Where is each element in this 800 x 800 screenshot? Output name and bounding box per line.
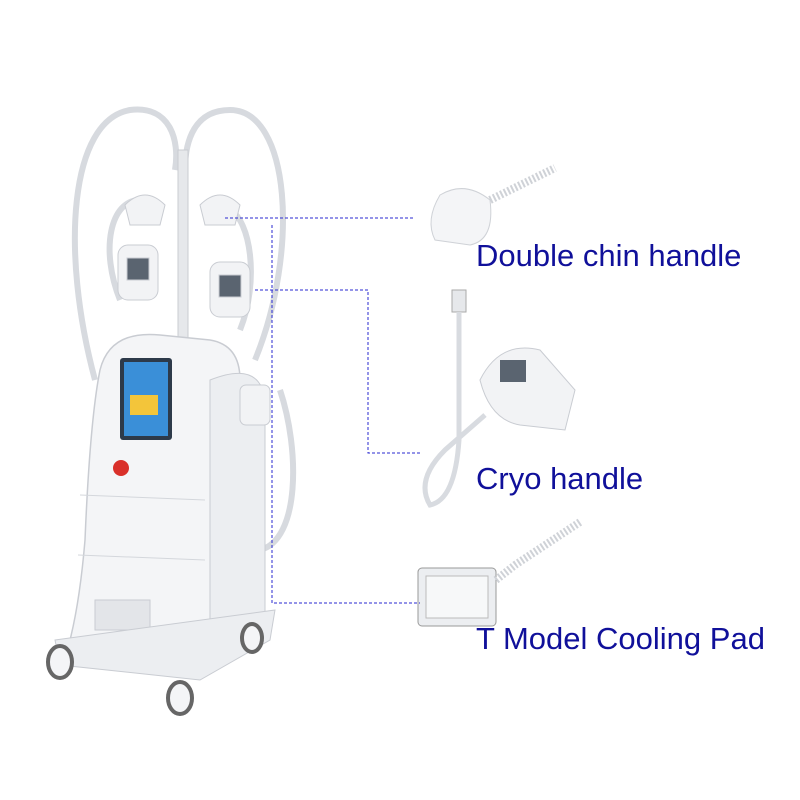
side-handle — [239, 384, 271, 426]
double-chin-handle-label: Double chin handle — [476, 238, 742, 273]
top-handles — [117, 194, 251, 318]
vent-grille — [94, 599, 151, 631]
t-model-cooling-pad-label: T Model Cooling Pad — [476, 621, 765, 656]
t-model-cooling-pad-image — [417, 518, 583, 627]
machine-body — [54, 333, 276, 681]
double-chin-handle-image — [430, 164, 557, 246]
cryo-handle-image — [422, 289, 576, 508]
power-button — [113, 460, 129, 476]
cryo-handle-label: Cryo handle — [476, 461, 644, 496]
wheels — [46, 622, 264, 716]
leader-lines — [225, 217, 420, 604]
